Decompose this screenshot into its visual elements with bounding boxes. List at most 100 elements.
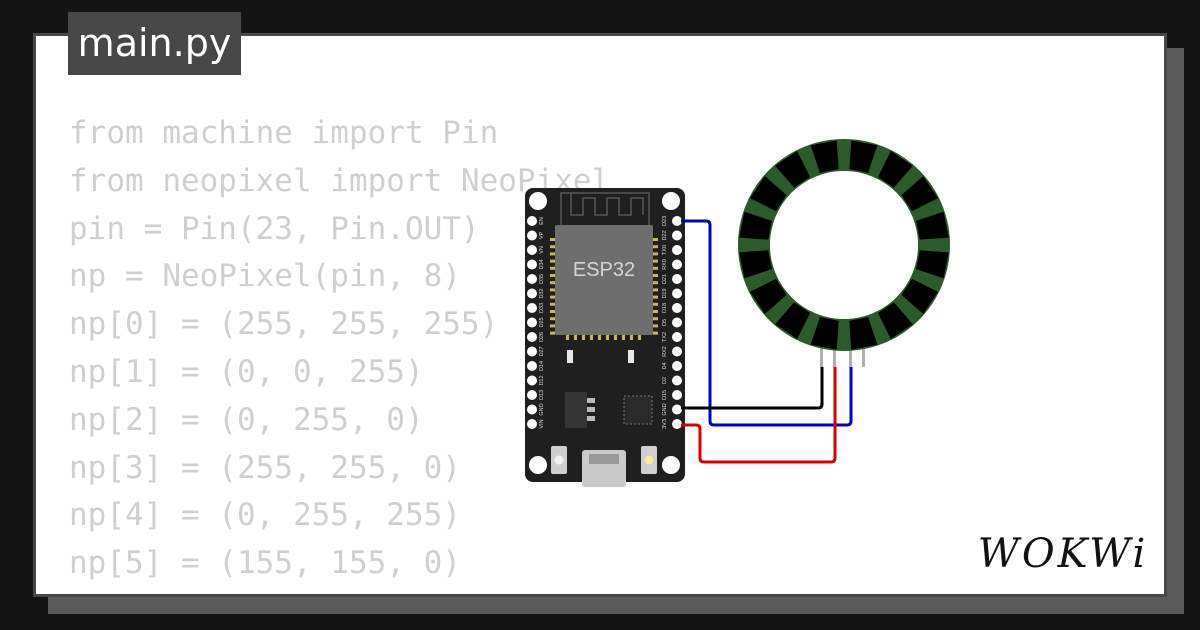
- pin-label: D34: [539, 259, 545, 269]
- pin-label: RX2: [662, 346, 668, 357]
- pin-label: EN: [539, 217, 545, 225]
- pin-label: VP: [539, 232, 545, 240]
- neopixel-led[interactable]: [877, 302, 913, 339]
- code-line: pin = Pin(23, Pin.OUT): [69, 210, 480, 247]
- code-line: from machine import Pin: [69, 115, 499, 151]
- header-pin[interactable]: [672, 288, 682, 299]
- neopixel-led[interactable]: [916, 211, 949, 240]
- header-pin[interactable]: [527, 375, 537, 386]
- chip-label: ESP32: [573, 259, 635, 281]
- header-pin[interactable]: [527, 259, 537, 270]
- neopixel-led[interactable]: [739, 211, 772, 240]
- code-line: np[5] = (155, 155, 0): [69, 545, 461, 582]
- header-pin[interactable]: [672, 303, 682, 313]
- pin-label: GND: [662, 403, 668, 415]
- header-pin[interactable]: [527, 390, 537, 400]
- code-line: np[2] = (0, 255, 0): [69, 401, 424, 438]
- pin-label: TX2: [662, 332, 668, 342]
- header-pin[interactable]: [672, 274, 682, 284]
- code-line: np[4] = (0, 255, 255): [69, 497, 461, 534]
- wire-d23-din[interactable]: [681, 219, 853, 427]
- pin-label: D25: [539, 317, 545, 327]
- pin-label: D12: [539, 375, 545, 385]
- header-pin[interactable]: [672, 346, 682, 357]
- pin-label: D32: [539, 288, 545, 298]
- pin-label: D33: [539, 303, 545, 313]
- neopixel-led[interactable]: [750, 278, 787, 314]
- esp32-board[interactable]: ESP32 ENVPVND34D35D32D33D25D26D27D14D12D…: [525, 188, 685, 487]
- neopixel-led[interactable]: [739, 250, 772, 279]
- header-pin[interactable]: [672, 317, 682, 328]
- file-tab-main-py[interactable]: main.py: [68, 12, 241, 75]
- header-pin[interactable]: [672, 245, 682, 255]
- pin-label: D4: [662, 362, 668, 369]
- neopixel-led[interactable]: [901, 278, 938, 314]
- neopixel-led[interactable]: [916, 250, 949, 279]
- neopixel-led[interactable]: [775, 302, 811, 339]
- code-line: np[3] = (255, 255, 0): [69, 449, 461, 486]
- pin-label: TX0: [662, 245, 668, 255]
- pin-label: D23: [662, 216, 668, 226]
- header-pin[interactable]: [527, 245, 537, 255]
- pin-label: D21: [662, 274, 668, 284]
- header-pin[interactable]: [527, 404, 537, 415]
- neopixel-led[interactable]: [750, 176, 787, 212]
- header-pin[interactable]: [672, 390, 682, 400]
- pin-label: GND: [539, 403, 545, 415]
- pin-label: D18: [662, 303, 668, 313]
- pin-label: D19: [662, 288, 668, 298]
- header-pin[interactable]: [672, 259, 682, 270]
- header-pin[interactable]: [527, 317, 537, 328]
- header-pin[interactable]: [527, 288, 537, 299]
- pin-label: VN: [539, 246, 545, 254]
- pin-label: D35: [539, 274, 545, 284]
- pin-label: VIN: [539, 419, 545, 428]
- pin-label: D2: [662, 377, 668, 384]
- pin-label: RX0: [662, 259, 668, 270]
- neopixel-led[interactable]: [849, 317, 878, 350]
- logo-text: WOKWi: [978, 531, 1149, 577]
- neopixel-led[interactable]: [849, 140, 878, 173]
- header-pin[interactable]: [672, 332, 682, 342]
- header-pin[interactable]: [672, 230, 682, 241]
- header-pin[interactable]: [672, 375, 682, 386]
- header-pin[interactable]: [672, 216, 682, 226]
- pin-label: D27: [539, 346, 545, 356]
- header-pin[interactable]: [527, 332, 537, 342]
- neopixel-led[interactable]: [901, 176, 938, 212]
- header-pin[interactable]: [672, 404, 682, 415]
- header-pin[interactable]: [672, 419, 682, 429]
- header-pin[interactable]: [527, 230, 537, 241]
- pin-label: D22: [662, 230, 668, 240]
- header-pin[interactable]: [527, 303, 537, 313]
- wire-gnd[interactable]: [681, 367, 824, 410]
- voltage-regulator: [565, 392, 587, 428]
- pin-label: D14: [539, 361, 545, 371]
- header-pin[interactable]: [527, 346, 537, 357]
- code-line: np[1] = (0, 0, 255): [69, 353, 424, 390]
- header-pin[interactable]: [527, 274, 537, 284]
- header-pin[interactable]: [527, 419, 537, 429]
- neopixel-led[interactable]: [810, 140, 839, 173]
- neopixel-led[interactable]: [877, 151, 913, 188]
- header-pin[interactable]: [672, 361, 682, 371]
- wires: [681, 219, 853, 464]
- header-pin[interactable]: [527, 361, 537, 371]
- esp32-module: [555, 225, 653, 335]
- code-line: np[0] = (255, 255, 255): [69, 306, 499, 343]
- boot-button[interactable]: [641, 446, 657, 474]
- header-pin[interactable]: [527, 216, 537, 226]
- neopixel-ring[interactable]: [738, 139, 950, 367]
- wokwi-logo[interactable]: WOKWi: [975, 523, 1151, 579]
- neopixel-led[interactable]: [775, 151, 811, 188]
- neopixel-led[interactable]: [810, 317, 839, 350]
- pin-label: D5: [662, 319, 668, 326]
- pin-label: D15: [662, 390, 668, 400]
- pin-label: D13: [539, 390, 545, 400]
- pin-label: 3V3: [662, 419, 668, 429]
- en-button[interactable]: [551, 446, 567, 474]
- wire-3v3-vcc[interactable]: [681, 367, 837, 464]
- usb-uart-chip: [623, 395, 653, 425]
